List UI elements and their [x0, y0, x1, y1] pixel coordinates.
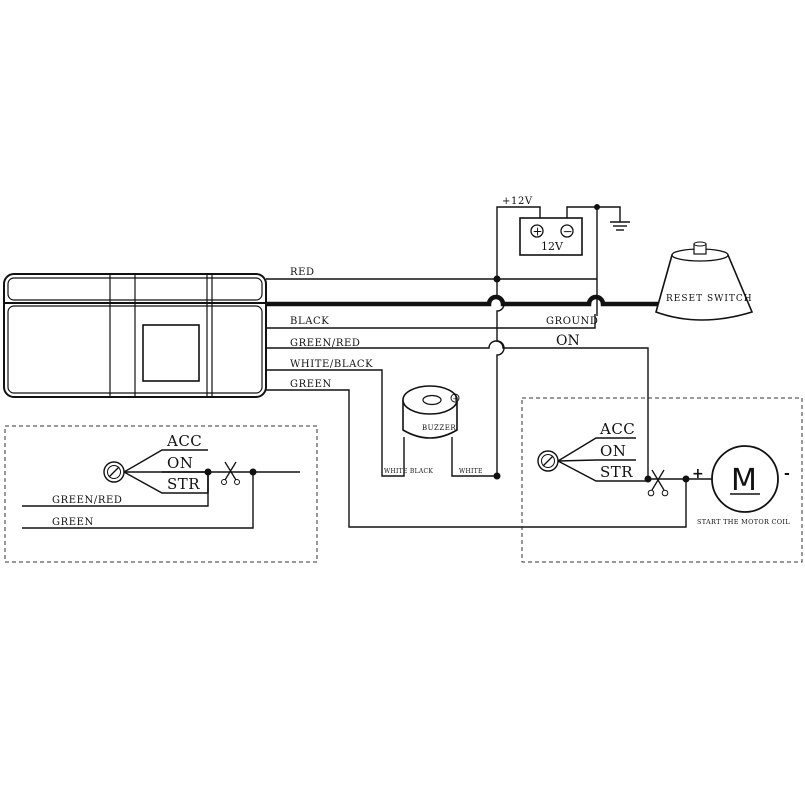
reset-switch-label: RESET SWITCH — [666, 294, 753, 304]
left-str-label: STR — [167, 475, 200, 493]
left-ignition-box — [4, 425, 318, 563]
left-green-label: GREEN — [52, 517, 94, 528]
left-acc-label: ACC — [166, 432, 202, 450]
white-wire — [451, 279, 505, 477]
right-on-label: ON — [600, 442, 626, 460]
battery-group: +12V + − 12V — [451, 196, 630, 477]
white-black-wire — [266, 369, 405, 477]
cut-icon — [647, 469, 669, 497]
battery-plus-icon — [530, 224, 544, 238]
on-label: ON — [556, 333, 580, 349]
svg-text:+: + — [453, 395, 459, 403]
cut-icon — [221, 461, 240, 485]
buzzer-white-black-label: WHITE BLACK — [384, 468, 433, 475]
motor-icon — [711, 445, 779, 513]
left-ignition-switch: ACC ON STR GREEN/RED GREEN — [22, 432, 300, 529]
control-module — [3, 273, 267, 398]
motor-label: M — [731, 463, 757, 498]
motor-minus-label: - — [784, 466, 790, 482]
buzzer-white-label: WHITE — [459, 468, 483, 475]
black-wire — [266, 294, 658, 307]
white-black-label: WHITE/BLACK — [290, 359, 373, 370]
svg-text:−: − — [563, 225, 573, 239]
battery-label: 12V — [541, 240, 564, 253]
right-ignition-box — [521, 397, 803, 563]
red-label: RED — [290, 267, 315, 278]
buzzer-plus-icon — [450, 393, 460, 403]
supply-label: +12V — [502, 196, 533, 207]
right-ignition-switch: ACC ON STR M + - START THE MOTOR COIL — [537, 420, 790, 526]
battery-icon — [519, 217, 583, 256]
green-wire — [266, 389, 687, 528]
buzzer: + BUZZER WHITE BLACK WHITE — [384, 385, 483, 475]
green-label: GREEN — [290, 379, 332, 390]
right-str-label: STR — [600, 463, 633, 481]
ground-wire — [266, 314, 596, 329]
motor-caption: START THE MOTOR COIL — [697, 518, 790, 526]
ground-label: GROUND — [546, 316, 599, 327]
left-on-label: ON — [167, 454, 193, 472]
right-acc-label: ACC — [599, 420, 635, 438]
battery-minus-icon — [560, 224, 574, 238]
green-red-label: GREEN/RED — [290, 338, 360, 349]
ground-icon — [610, 221, 630, 231]
left-green-red-label: GREEN/RED — [52, 495, 122, 506]
black-label: BLACK — [290, 316, 329, 327]
reset-switch: RESET SWITCH — [655, 241, 754, 321]
svg-text:+: + — [533, 225, 543, 239]
buzzer-label: BUZZER — [422, 424, 456, 432]
motor-plus-label: + — [692, 466, 704, 482]
